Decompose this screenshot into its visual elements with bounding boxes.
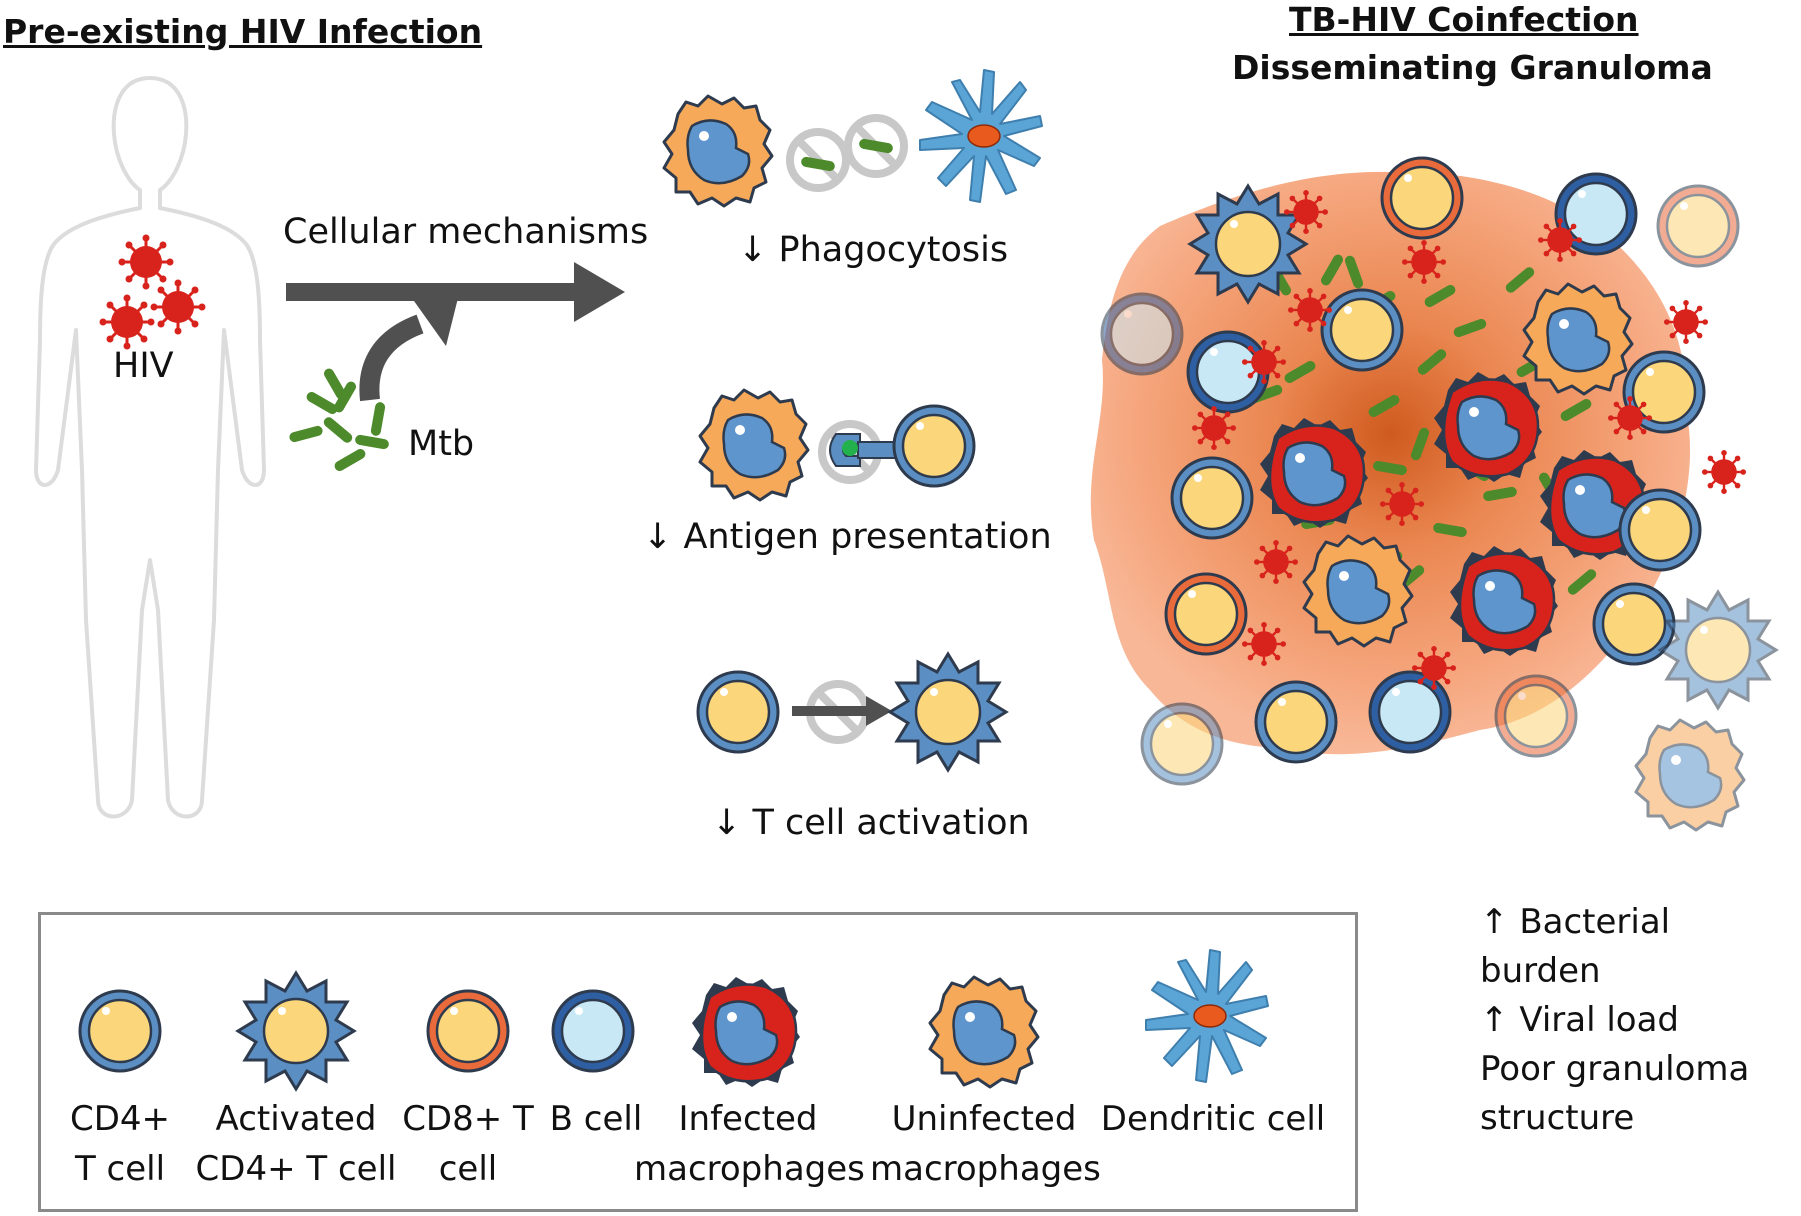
cd4-t-cell-icon: [892, 404, 976, 488]
dendritic-cell-icon: [919, 69, 1043, 203]
hiv-virus-icon: [117, 233, 175, 291]
granuloma: [1090, 156, 1778, 832]
human-silhouette-icon: [34, 76, 266, 819]
blocked-activation-arrow-icon: [792, 684, 892, 740]
right-panel-title-line2: Disseminating Granuloma: [1232, 48, 1713, 87]
outcome-item: Poor granuloma: [1480, 1049, 1750, 1089]
outcome-item: ↑ Viral load: [1480, 1000, 1680, 1040]
legend-box: [38, 912, 1358, 1212]
mechanism-phagocytosis: ↓ Phagocytosis: [738, 230, 1008, 270]
outcome-item: structure: [1480, 1098, 1635, 1138]
uninfected-macrophage-icon: [662, 94, 774, 208]
blocked-mtb-icon: [790, 118, 904, 188]
activated-cd4-t-cell-icon: [888, 652, 1008, 772]
legend-label-dendritic-cell: Dendritic cell: [1100, 1099, 1326, 1139]
mechanism-label: Phagocytosis: [778, 230, 1009, 270]
mtb-label: Mtb: [408, 424, 475, 464]
left-panel-title: Pre-existing HIV Infection: [3, 12, 483, 51]
right-panel-title-line1: TB-HIV Coinfection: [1289, 0, 1639, 39]
mechanism-t-cell-activation: ↓ T cell activation: [712, 803, 1030, 843]
mechanism-label: Antigen presentation: [683, 517, 1052, 557]
mechanisms-label: Cellular mechanisms: [283, 212, 649, 252]
decrease-arrow: ↓: [643, 517, 673, 557]
main-arrow-icon: [286, 262, 625, 322]
uninfected-macrophage-icon: [698, 388, 810, 502]
mechanism-label: T cell activation: [752, 803, 1030, 843]
legend-label-cd4: CD4+T cell: [69, 1099, 171, 1189]
mtb-curved-arrow-icon: [359, 298, 458, 402]
hiv-virus-icon: [98, 293, 156, 351]
hiv-label: HIV: [113, 346, 174, 386]
blocked-antigen-icon: [822, 424, 899, 480]
decrease-arrow: ↓: [712, 803, 742, 843]
outcomes-list: ↑ Bacterial burden ↑ Viral load Poor gra…: [1480, 898, 1801, 1143]
cd4-t-cell-icon: [696, 670, 780, 754]
mechanism-antigen-presentation: ↓ Antigen presentation: [643, 517, 1052, 557]
hiv-virus-icon: [149, 278, 207, 336]
decrease-arrow: ↓: [738, 230, 768, 270]
legend-label-b-cell: B cell: [549, 1099, 643, 1139]
outcome-item: ↑ Bacterial burden: [1480, 902, 1671, 991]
